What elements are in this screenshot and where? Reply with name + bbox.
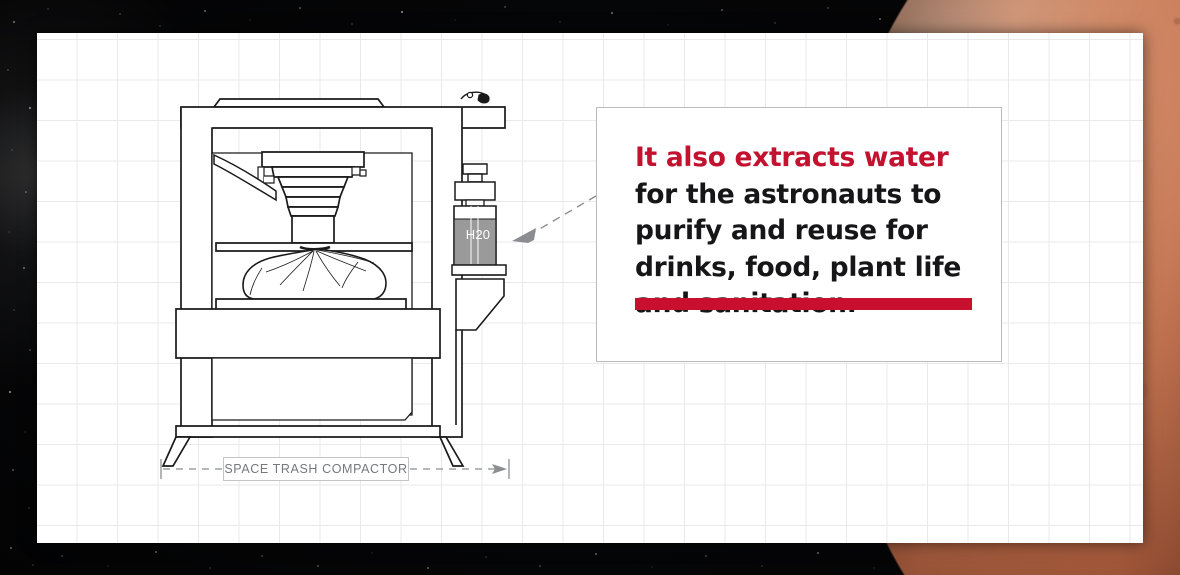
- support-foot-right: [438, 436, 465, 467]
- base-cavity: [211, 357, 413, 421]
- discharge-funnel: [455, 278, 505, 331]
- tank-collar: [454, 181, 496, 201]
- hydraulic-ram-shaft: [291, 215, 335, 244]
- water-tank-label: H20: [465, 227, 491, 242]
- ram-taper-3: [284, 196, 342, 208]
- ram-latch-right: [351, 166, 361, 176]
- tank-collar-stem: [465, 199, 485, 207]
- ram-taper-1: [276, 176, 350, 188]
- callout-box: It also extracts water for the astronaut…: [596, 107, 1002, 362]
- tank-valve-knob: [477, 93, 490, 104]
- tank-gauge-tube: [470, 206, 479, 264]
- tank-valve-nut: [466, 91, 474, 99]
- dimension-label-box: SPACE TRASH COMPACTOR: [223, 457, 409, 481]
- dimension-label-text: SPACE TRASH COMPACTOR: [224, 462, 408, 476]
- ram-latch-left-arm: [264, 175, 275, 184]
- callout-leader-arrowhead: [512, 228, 536, 243]
- ram-taper-2: [280, 186, 346, 198]
- press-platen: [215, 242, 413, 252]
- top-cap-plate: [212, 98, 386, 108]
- callout-highlight-text: It also extracts water: [635, 142, 949, 173]
- ram-housing-step: [270, 166, 356, 178]
- trash-bag-creases: [249, 249, 375, 296]
- base-housing-drawer: [175, 308, 441, 359]
- tank-base-plate: [451, 264, 507, 276]
- callout-leader-line: [530, 195, 597, 235]
- ram-housing-plate: [261, 151, 365, 168]
- callout-accent-bar: [635, 298, 972, 310]
- dimension-line-group: [160, 459, 510, 479]
- tank-neck: [467, 173, 483, 183]
- ram-latch-right-arm: [359, 169, 367, 177]
- callout-leader-group: [512, 195, 597, 243]
- trash-bag-cinch: [299, 245, 331, 251]
- ram-taper-4: [286, 206, 340, 217]
- water-tank-fill: [455, 219, 495, 264]
- frame-left-column: [180, 107, 213, 438]
- feed-chute: [213, 153, 277, 202]
- callout-text: It also extracts water for the astronaut…: [635, 140, 979, 323]
- tank-neck-flange: [462, 163, 488, 175]
- base-bottom-rail: [175, 425, 441, 438]
- callout-rest-text: for the astronauts to purify and reuse f…: [635, 178, 962, 320]
- support-foot-left: [161, 436, 192, 467]
- dimension-arrowhead: [492, 464, 507, 474]
